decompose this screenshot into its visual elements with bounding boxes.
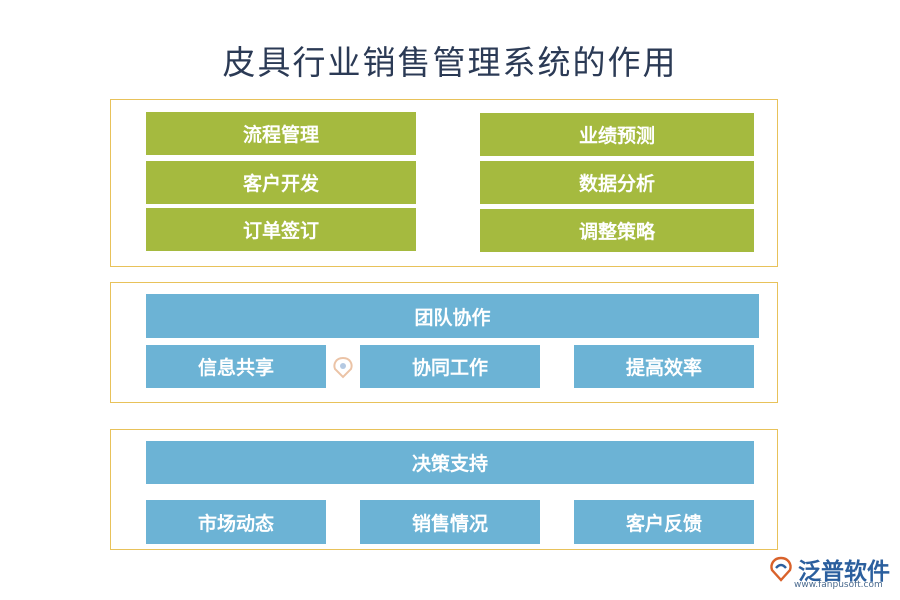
box-performance-forecast: 业绩预测: [480, 113, 754, 156]
box-order-signing: 订单签订: [146, 208, 416, 251]
box-customer-development: 客户开发: [146, 161, 416, 204]
box-market-dynamics: 市场动态: [146, 500, 326, 544]
box-info-sharing: 信息共享: [146, 345, 326, 388]
brand-logo: 泛普软件 www.fanpusoft.com: [768, 552, 890, 590]
box-improve-efficiency: 提高效率: [574, 345, 754, 388]
brand-url: www.fanpusoft.com: [794, 580, 883, 590]
fanpu-logo-icon: [770, 556, 792, 582]
brand-name: 泛普软件: [798, 559, 890, 585]
box-sales-status: 销售情况: [360, 500, 540, 544]
box-collaborative-work: 协同工作: [360, 345, 540, 388]
box-process-management: 流程管理: [146, 112, 416, 155]
box-data-analysis: 数据分析: [480, 161, 754, 204]
box-decision-support: 决策支持: [146, 441, 754, 484]
box-adjust-strategy: 调整策略: [480, 209, 754, 252]
page-title: 皮具行业销售管理系统的作用: [222, 43, 678, 82]
box-customer-feedback: 客户反馈: [574, 500, 754, 544]
box-team-collaboration: 团队协作: [146, 294, 759, 338]
